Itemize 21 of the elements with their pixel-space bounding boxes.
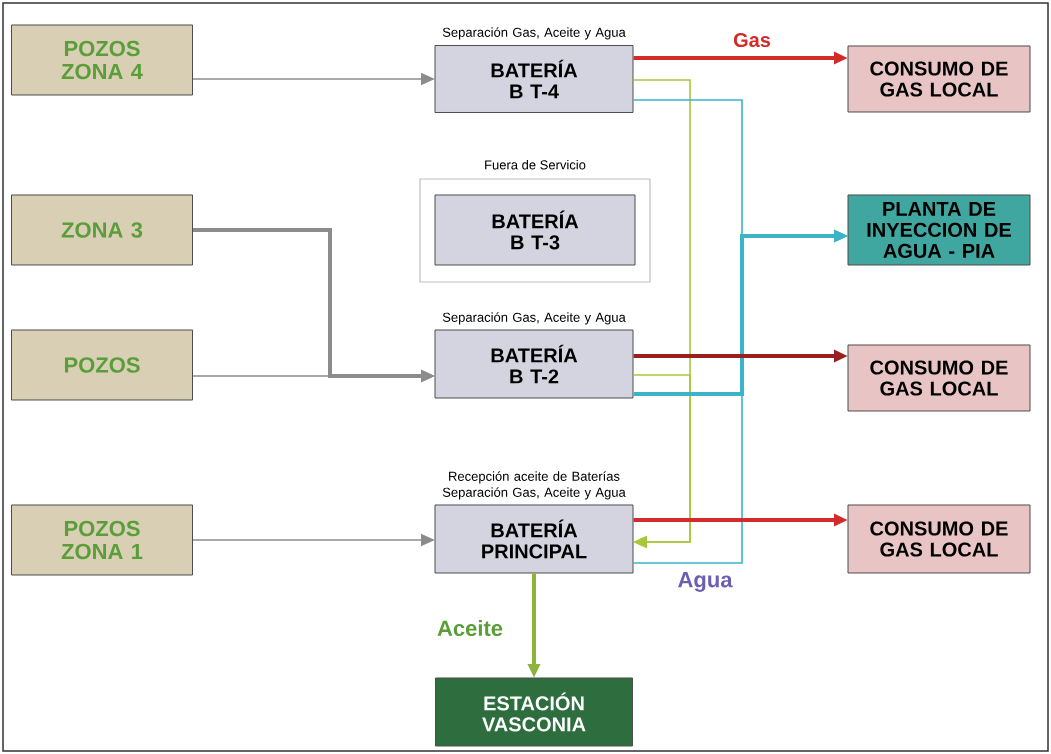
consumer-box: CONSUMO DE GAS LOCAL: [847, 45, 1031, 113]
battery-box: BATERÍA B T-3: [434, 194, 636, 266]
edge-label: Aceite: [436, 618, 505, 638]
edge-label: Agua: [676, 571, 734, 593]
node-box: ZONA 3: [11, 194, 193, 266]
caption-text: Separación Gas, Aceite y Agua: [442, 27, 626, 40]
arrow: [632, 374, 691, 549]
station-box: ESTACIÓN VASCONIA: [435, 677, 633, 747]
caption-text: Separación Gas, Aceite y Agua: [442, 312, 626, 325]
caption-text: Recepción aceite de Baterías Separación Gas, Aceite y Agua: [442, 471, 626, 500]
battery-box: BATERÍA PRINCIPAL: [434, 504, 634, 574]
consumer-box: CONSUMO DE GAS LOCAL: [847, 504, 1031, 574]
plant-box: PLANTA DE INYECCION DE AGUA - PIA: [847, 194, 1031, 266]
node-label: Fuera de Servicio: [485, 159, 586, 170]
node-box: POZOS ZONA 1: [11, 504, 193, 576]
consumer-box: CONSUMO DE GAS LOCAL: [847, 344, 1031, 412]
edge-label: Gas: [732, 31, 772, 49]
battery-box: BATERÍA B T-4: [434, 45, 634, 113]
node-box: POZOS: [11, 329, 193, 401]
node-box: POZOS ZONA 4: [11, 24, 193, 96]
battery-box: BATERÍA B T-2: [434, 329, 634, 399]
